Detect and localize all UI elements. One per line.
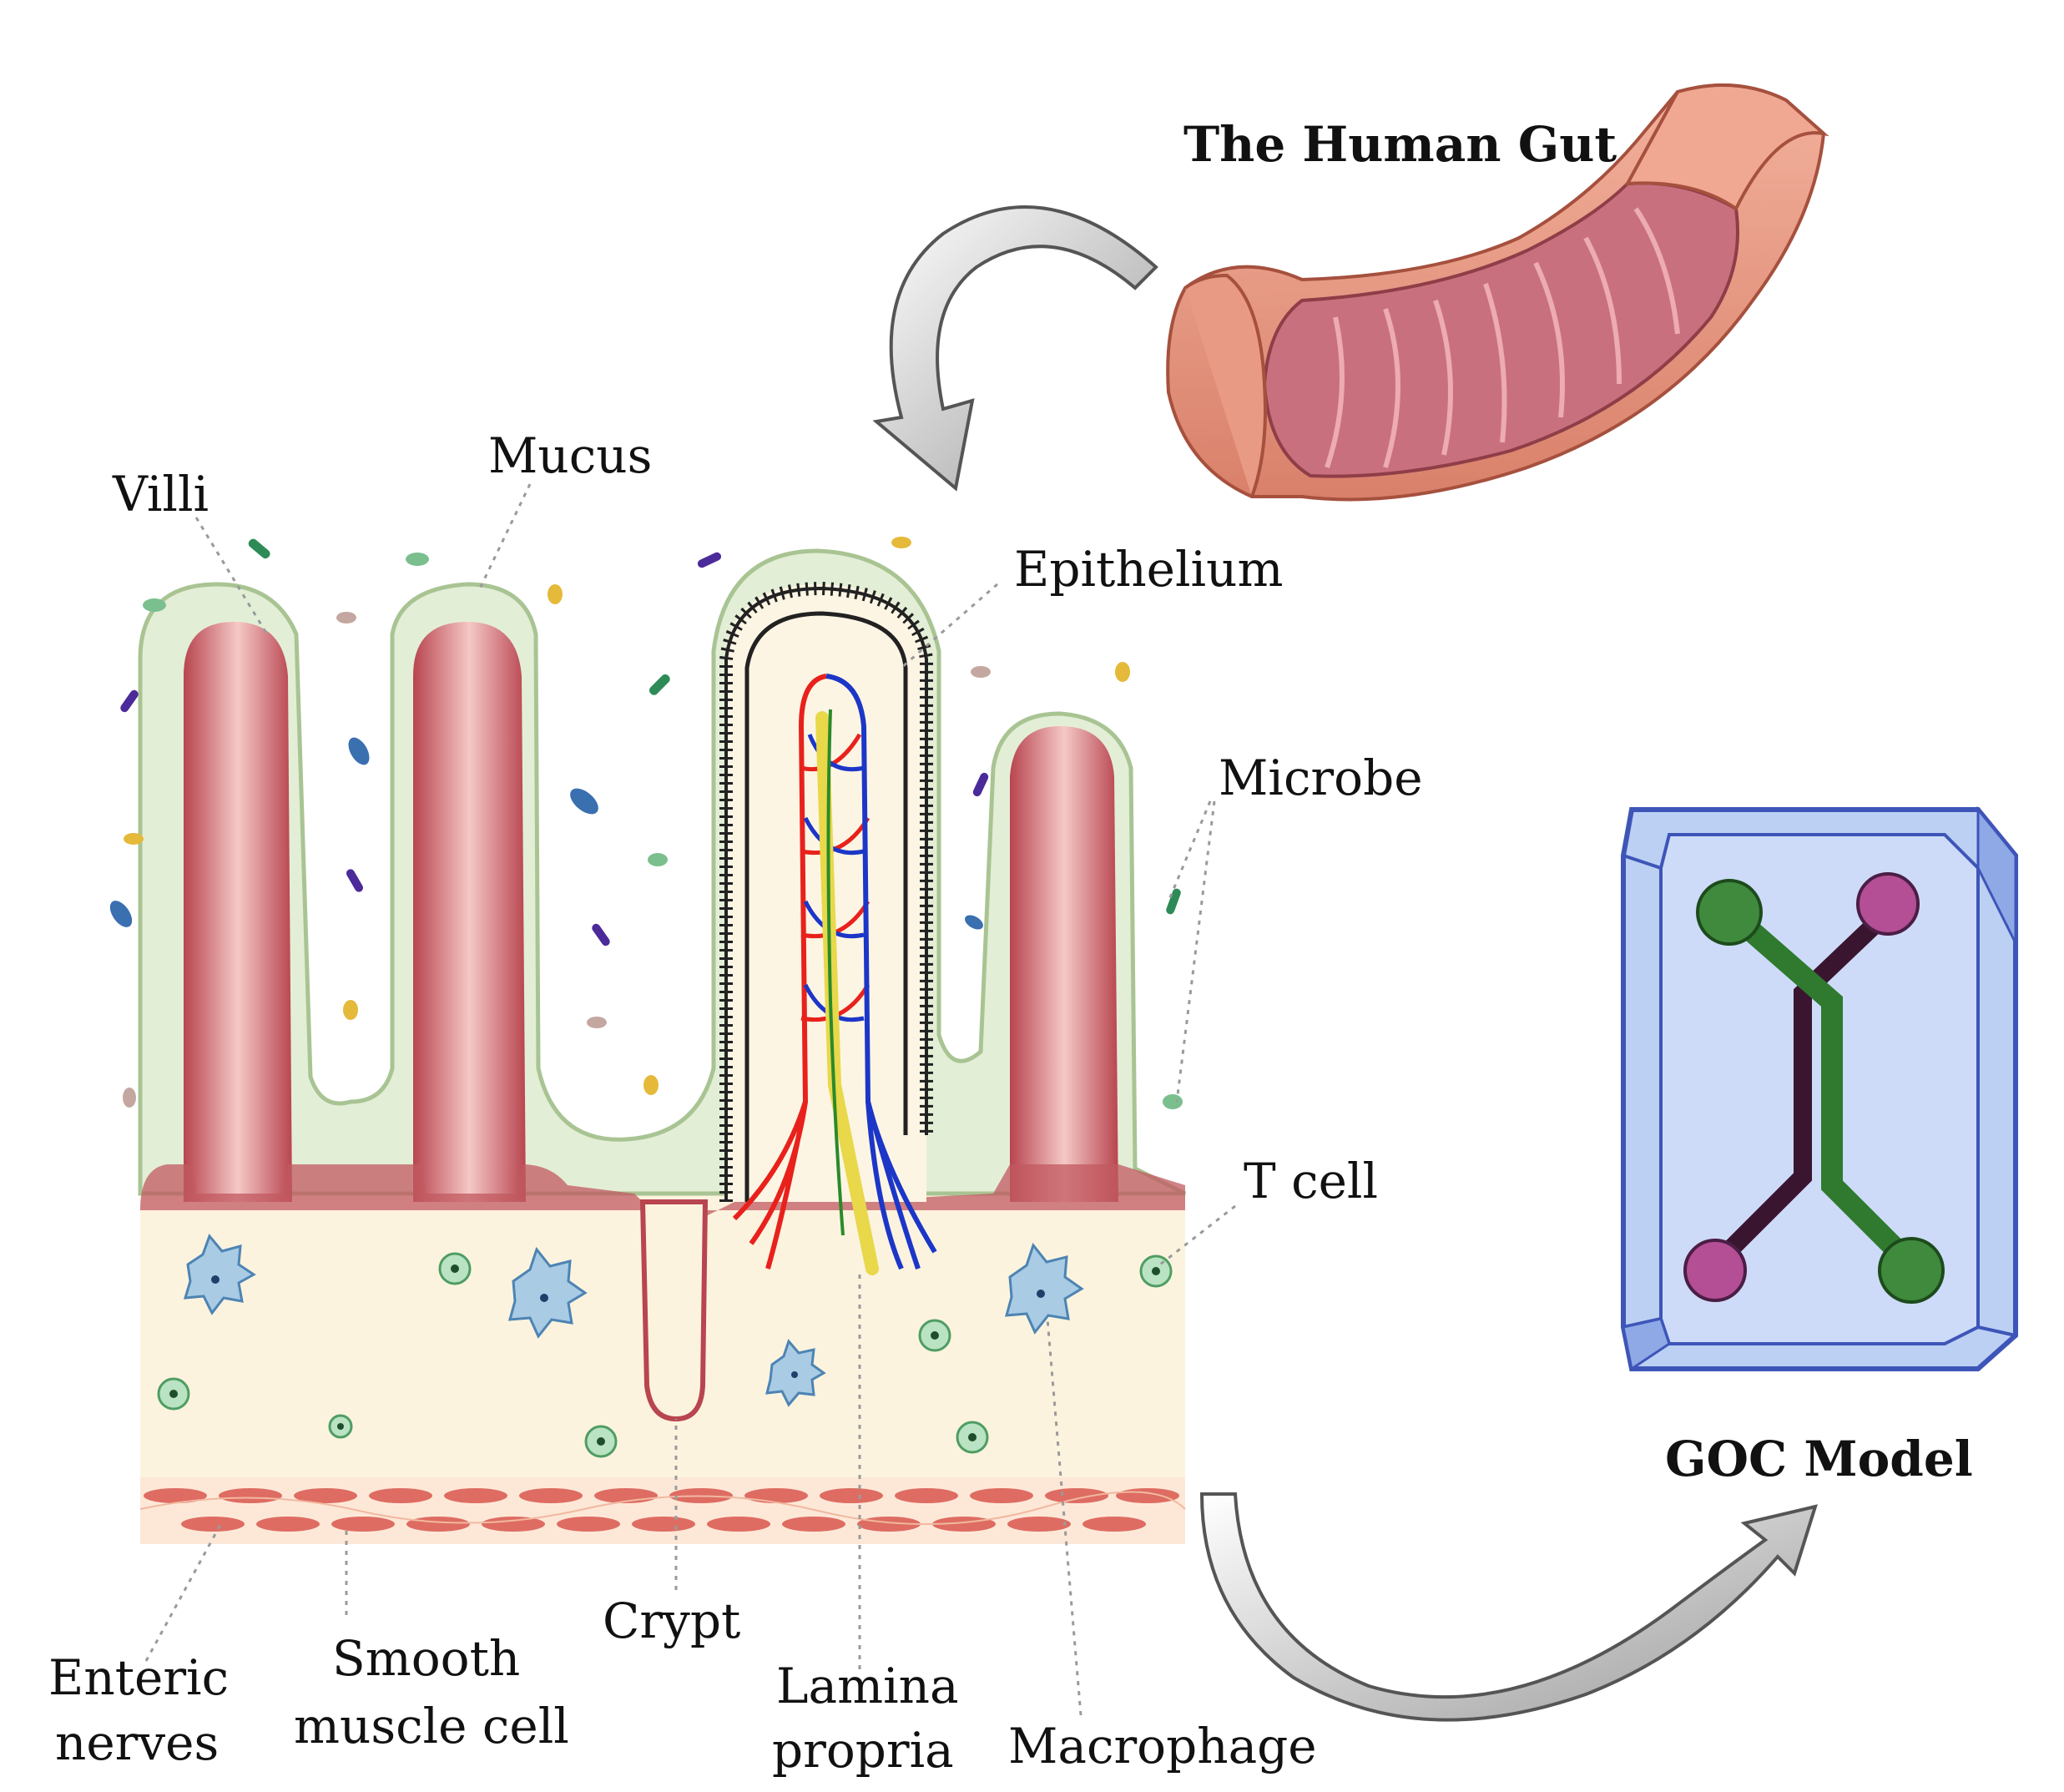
organ-chip-icon: [1621, 805, 2018, 1371]
label-mucus: Mucus: [488, 427, 652, 484]
label-crypt: Crypt: [603, 1593, 740, 1649]
goc-model-title: GOC Model: [1665, 1431, 1973, 1487]
label-microbe: Microbe: [1219, 750, 1423, 806]
label-enteric-nerves-1: Enteric: [48, 1649, 229, 1706]
label-epithelium: Epithelium: [1014, 541, 1283, 598]
macrophage-icon: [183, 1234, 1084, 1407]
label-lamina-propria-1: Lamina: [776, 1658, 959, 1714]
label-leader-lines: [144, 483, 1236, 1716]
label-t-cell: T cell: [1244, 1153, 1378, 1209]
curved-arrow-icon: [1199, 1492, 1818, 1722]
label-smooth-muscle-1: Smooth: [332, 1630, 520, 1687]
villus-2: [413, 622, 526, 1202]
label-villi: Villi: [112, 466, 209, 522]
villus-4: [1010, 726, 1118, 1202]
microbe-icon: [109, 537, 1183, 1109]
crypt: [639, 1199, 709, 1422]
gut-title: The Human Gut: [1183, 116, 1617, 173]
label-smooth-muscle-2: muscle cell: [294, 1698, 569, 1754]
intestinal-tissue-section: [109, 537, 1187, 1544]
villus-1: [184, 622, 292, 1202]
label-macrophage: Macrophage: [1008, 1718, 1317, 1774]
label-lamina-propria-2: propria: [772, 1722, 954, 1779]
t-cell-icon: [157, 1252, 1173, 1458]
villus-epithelium: [719, 581, 937, 1275]
label-enteric-nerves-2: nerves: [55, 1714, 219, 1771]
curved-arrow-icon: [872, 205, 1158, 492]
smooth-muscle-layer: [139, 1477, 1186, 1544]
human-gut-illustration: [1166, 83, 1829, 502]
